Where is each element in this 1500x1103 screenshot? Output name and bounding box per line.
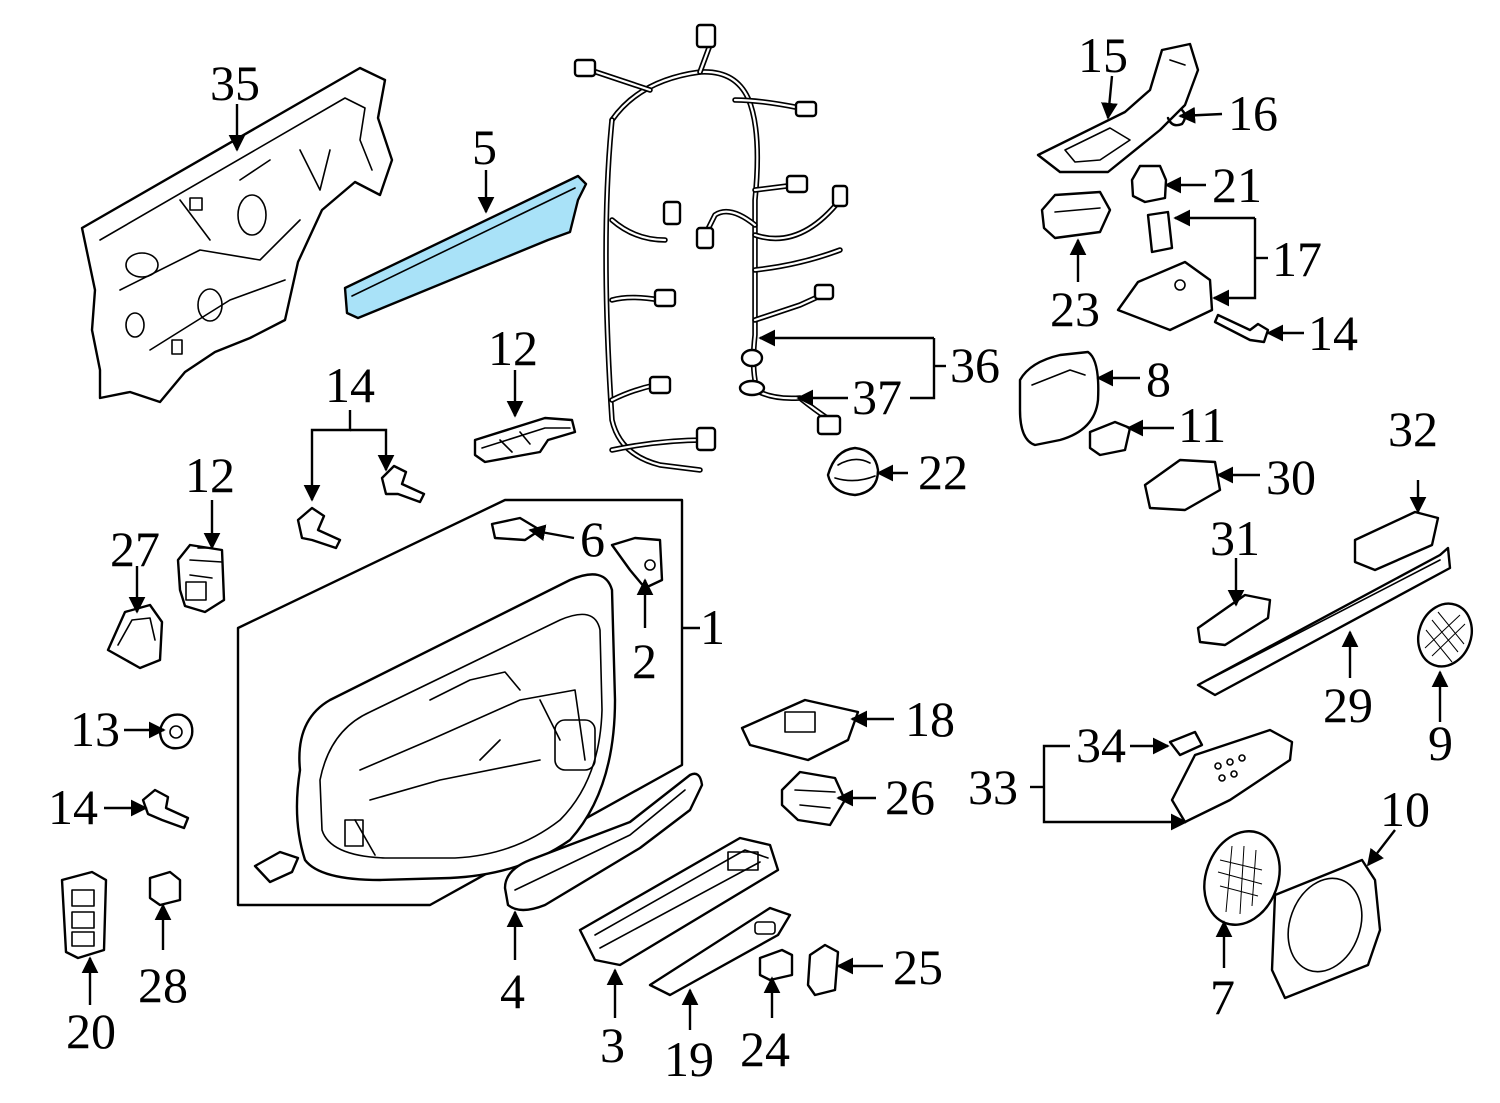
- part-21-button[interactable]: [1130, 164, 1168, 204]
- callout-35: 35: [210, 55, 260, 111]
- part-20-switch-plate[interactable]: [60, 870, 108, 960]
- callout-27: 27: [110, 521, 160, 577]
- part-14-screw-pair[interactable]: [296, 464, 426, 550]
- part-14-bolt-right[interactable]: [1213, 313, 1270, 344]
- callout-13: 13: [70, 701, 120, 757]
- callout-18: 18: [905, 691, 955, 747]
- callout-31: 31: [1210, 510, 1260, 566]
- part-10-speaker-cover[interactable]: [1270, 858, 1382, 1000]
- callout-22: 22: [918, 444, 968, 500]
- leader-lines: [81, 75, 1449, 1030]
- part-13-clip[interactable]: [158, 713, 194, 750]
- part-35-door-inner-panel[interactable]: [80, 66, 394, 404]
- part-8-handle-cup[interactable]: [1018, 350, 1100, 447]
- part-12-bracket-upper[interactable]: [473, 416, 577, 464]
- part-33-switch-assembly[interactable]: [1170, 728, 1294, 824]
- callout-9: 9: [1428, 715, 1453, 771]
- part-31-module[interactable]: [1196, 593, 1272, 647]
- part-4-armrest[interactable]: [503, 772, 704, 912]
- part-30-module[interactable]: [1143, 458, 1222, 512]
- part-24-clip[interactable]: [758, 948, 794, 982]
- callout-11: 11: [1178, 397, 1226, 453]
- callout-24: 24: [740, 1021, 790, 1077]
- callout-30: 30: [1266, 449, 1316, 505]
- callout-14-center: 14: [325, 357, 375, 413]
- part-34-bulb[interactable]: [1168, 730, 1204, 757]
- part-15-handle-bracket[interactable]: [1036, 42, 1200, 174]
- callout-33: 33: [968, 759, 1018, 815]
- callout-34: 34: [1076, 717, 1126, 773]
- part-19-trim-strip[interactable]: [648, 906, 792, 997]
- part-36-wiring-harness[interactable]: [573, 23, 849, 473]
- callout-19: 19: [664, 1031, 714, 1087]
- part-9-speaker-grille[interactable]: [1410, 596, 1481, 674]
- callout-15: 15: [1078, 27, 1128, 83]
- callout-16: 16: [1228, 85, 1278, 141]
- callout-10: 10: [1380, 781, 1430, 837]
- part-1-door-trim-assembly[interactable]: [236, 498, 684, 907]
- part-32-connector[interactable]: [1353, 510, 1440, 572]
- callout-25: 25: [893, 939, 943, 995]
- callout-26: 26: [885, 769, 935, 825]
- callout-36: 36: [950, 337, 1000, 393]
- part-3-pull-handle[interactable]: [578, 836, 780, 967]
- callout-14-left: 14: [48, 779, 98, 835]
- part-5-trim-strip[interactable]: [343, 174, 588, 320]
- callout-5: 5: [472, 119, 497, 175]
- callout-7: 7: [1210, 969, 1235, 1025]
- part-29-sill-trim[interactable]: [1196, 546, 1452, 697]
- callout-29: 29: [1323, 677, 1373, 733]
- callout-21: 21: [1212, 157, 1262, 213]
- callout-37: 37: [852, 369, 902, 425]
- callout-8: 8: [1146, 351, 1171, 407]
- callout-14-right: 14: [1308, 305, 1358, 361]
- part-11-pad[interactable]: [1088, 420, 1132, 457]
- callout-17: 17: [1272, 231, 1322, 287]
- callout-23: 23: [1050, 281, 1100, 337]
- callout-labels: 35 5 15 16 21 17 23 14 12 36 37 8 14 11 …: [48, 27, 1453, 1087]
- callout-12-left: 12: [185, 447, 235, 503]
- callout-12-center: 12: [488, 320, 538, 376]
- callout-20: 20: [66, 1003, 116, 1059]
- part-26-switch[interactable]: [780, 770, 847, 827]
- part-7-speaker[interactable]: [1192, 821, 1292, 936]
- callout-4: 4: [500, 963, 525, 1019]
- part-22-grommet[interactable]: [826, 446, 880, 497]
- callout-32: 32: [1388, 401, 1438, 457]
- callout-6: 6: [580, 511, 605, 567]
- part-37-harness-grommet[interactable]: [738, 379, 842, 436]
- part-25-cover[interactable]: [806, 943, 840, 997]
- callout-1: 1: [700, 599, 725, 655]
- part-23-switch[interactable]: [1040, 190, 1112, 240]
- callout-28: 28: [138, 957, 188, 1013]
- part-17-housing[interactable]: [1116, 210, 1214, 332]
- part-14-screw-left[interactable]: [141, 788, 190, 830]
- part-28-clip[interactable]: [148, 870, 182, 907]
- callout-2: 2: [632, 633, 657, 689]
- part-27-switch-bezel[interactable]: [106, 603, 164, 670]
- part-12-switch-left[interactable]: [176, 543, 226, 614]
- part-18-switch-bezel[interactable]: [740, 698, 860, 762]
- callout-3: 3: [600, 1017, 625, 1073]
